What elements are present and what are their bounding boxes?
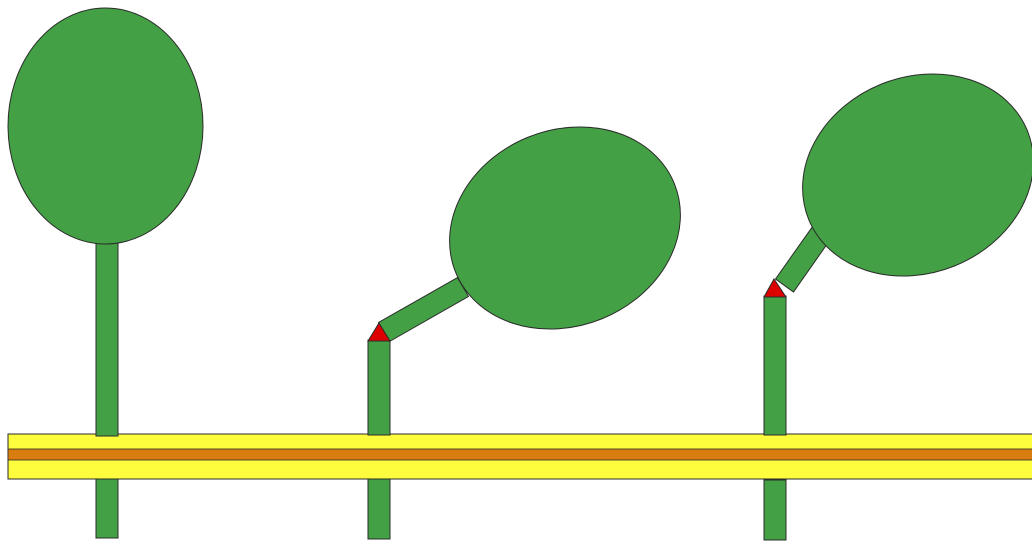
- stalk: [764, 296, 786, 435]
- globular-head: [772, 40, 1032, 310]
- tilted-stalk: [379, 278, 469, 342]
- membrane-core-layer: [8, 449, 1032, 460]
- stalk: [96, 242, 118, 436]
- globular-head: [419, 93, 711, 363]
- membrane-band: [8, 434, 1032, 479]
- globular-head: [8, 8, 203, 244]
- transmembrane-segment: [368, 479, 390, 539]
- transmembrane-segment: [764, 480, 786, 540]
- transmembrane-segment: [96, 479, 118, 538]
- stalk: [368, 340, 390, 435]
